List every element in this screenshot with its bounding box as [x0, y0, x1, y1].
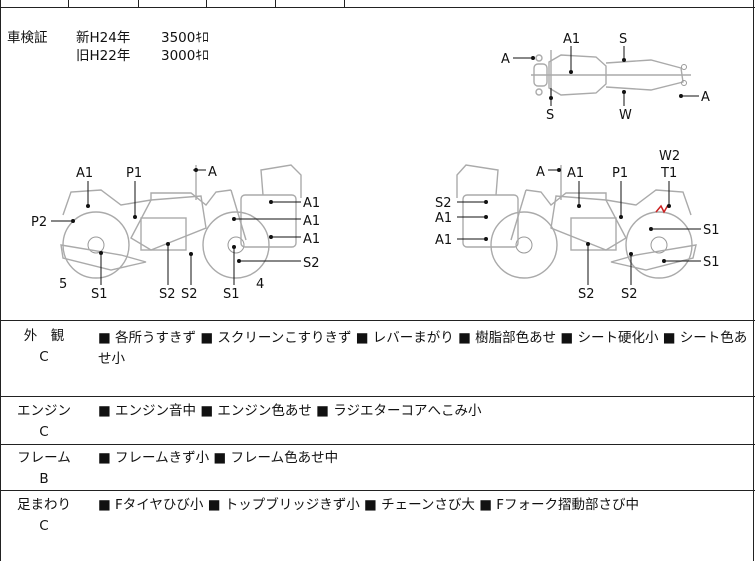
callout-text: P1 [612, 166, 628, 181]
callout-text: A [501, 52, 510, 67]
registration-new-mileage: 3500ｷﾛ [161, 30, 209, 46]
header-tick [275, 0, 276, 8]
right-side-bike [456, 164, 697, 279]
callout-text: S1 [223, 287, 240, 302]
registration-old-era: 旧H22年 [76, 48, 131, 64]
condition-category: 足まわり [17, 497, 71, 513]
header-tick [344, 0, 345, 8]
callout-text: W2 [659, 149, 680, 164]
callout-text: S2 [303, 256, 320, 271]
callout-text: S1 [91, 287, 108, 302]
condition-notes: ■ 各所うすきず ■ スクリーンこすりきず ■ レバーまがり ■ 樹脂部色あせ … [98, 330, 748, 367]
condition-grade: C [39, 424, 49, 440]
condition-rule [1, 320, 755, 321]
callout-text: A [701, 90, 710, 105]
callout-text: S2 [578, 287, 595, 302]
callout-text: S [619, 32, 627, 47]
callout-text: S2 [435, 196, 452, 211]
registration-old-mileage: 3000ｷﾛ [161, 48, 209, 64]
condition-grade: C [39, 349, 49, 365]
callout-text: A1 [303, 232, 320, 247]
header-tick [206, 0, 207, 8]
condition-category: フレーム [17, 450, 71, 466]
registration-new-era: 新H24年 [76, 30, 131, 46]
header-rule [1, 7, 755, 8]
left-side-bike [60, 164, 302, 279]
condition-category: エンジン [17, 403, 71, 419]
damage-diagram: A A1 S A S W [31, 32, 720, 302]
callout-text: S1 [703, 255, 720, 270]
damage-marker-icon [655, 204, 669, 214]
condition-grade: B [39, 471, 49, 487]
callout-text: A [208, 165, 217, 180]
callout-text: S2 [159, 287, 176, 302]
callout-text: A1 [303, 196, 320, 211]
callout-text: A1 [435, 233, 452, 248]
left-side-callouts: A1 P1 A P2 A1 A1 A1 S2 5 S1 S2 S2 S1 4 [31, 165, 320, 302]
callout-text: A1 [567, 166, 584, 181]
callout-text: 5 [59, 277, 67, 292]
condition-notes: ■ Fタイヤひび小 ■ トップブリッジきず小 ■ チェーンさび大 ■ Fフォーク… [98, 497, 640, 513]
callout-text: P2 [31, 215, 47, 230]
header-tick [138, 0, 139, 8]
right-side-callouts: A A1 P1 W2 T1 S2 A1 A1 S1 S1 S2 S2 [435, 149, 720, 302]
callout-text: P1 [126, 166, 142, 181]
callout-text: S [546, 108, 554, 123]
callout-text: W [619, 108, 632, 123]
condition-category: 外 観 [23, 328, 65, 344]
top-view-bike [531, 50, 691, 100]
callout-text: S2 [181, 287, 198, 302]
condition-rule [1, 490, 755, 491]
condition-rule [1, 444, 755, 445]
callout-text: S2 [621, 287, 638, 302]
condition-grade: C [39, 518, 49, 534]
callout-text: S1 [703, 223, 720, 238]
condition-notes: ■ エンジン音中 ■ エンジン色あせ ■ ラジエターコアへこみ小 [98, 403, 482, 419]
callout-text: T1 [660, 166, 677, 181]
callout-text: A1 [303, 214, 320, 229]
header-tick [68, 0, 69, 8]
callout-text: 4 [256, 277, 264, 292]
registration-label: 車検証 [7, 30, 48, 46]
top-view-callouts: A A1 S A S W [501, 32, 710, 123]
callout-text: A1 [435, 211, 452, 226]
condition-notes: ■ フレームきず小 ■ フレーム色あせ中 [98, 450, 339, 466]
condition-rule [1, 396, 755, 397]
callout-text: A [536, 165, 545, 180]
callout-text: A1 [563, 32, 580, 47]
callout-text: A1 [76, 166, 93, 181]
